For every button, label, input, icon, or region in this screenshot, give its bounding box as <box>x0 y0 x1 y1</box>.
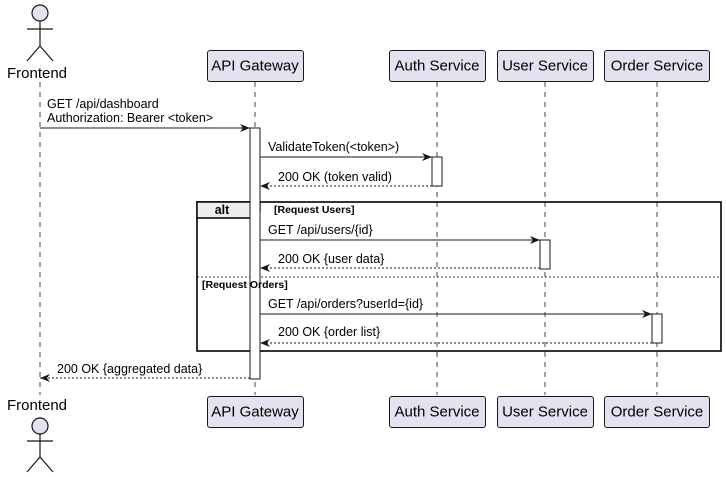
message-label-aggregated-data: 200 OK {aggregated data} <box>57 362 203 376</box>
alt-fragment-frame <box>196 201 722 352</box>
participant-api-gateway-bottom <box>207 396 304 428</box>
actor-frontend-bottom-label: Frontend <box>6 397 68 414</box>
participant-user-service-top-label: User Service <box>502 57 588 75</box>
participant-auth-service-top <box>389 50 486 82</box>
participant-order-service-bottom-label: Order Service <box>610 403 704 421</box>
participant-api-gateway-top <box>207 50 304 82</box>
actor-frontend-top-icon <box>26 4 54 62</box>
activation-order-service <box>651 313 663 344</box>
participant-auth-service-bottom <box>389 396 486 428</box>
actor-frontend-bottom-icon <box>26 417 54 473</box>
participant-user-service-bottom-label: User Service <box>502 403 588 421</box>
message-label-token-valid: 200 OK (token valid) <box>278 170 392 184</box>
message-label-order-list: 200 OK {order list} <box>278 325 381 339</box>
actor-frontend-top-label: Frontend <box>6 65 68 82</box>
participant-api-gateway-bottom-label: API Gateway <box>211 403 299 421</box>
activation-user-service <box>539 239 551 270</box>
participant-user-service-top <box>497 50 594 82</box>
participant-api-gateway-top-label: API Gateway <box>211 57 299 75</box>
alt-fragment-keyword: alt <box>214 203 230 217</box>
participant-auth-service-top-label: Auth Service <box>394 57 480 75</box>
message-label-validate-token: ValidateToken(<token>) <box>268 140 400 154</box>
participant-order-service-bottom <box>604 396 710 428</box>
activation-auth-service <box>431 156 443 187</box>
message-label-get-orders: GET /api/orders?userId={id} <box>268 297 424 311</box>
activation-api-gateway <box>249 127 261 380</box>
participant-user-service-bottom <box>497 396 594 428</box>
participant-auth-service-bottom-label: Auth Service <box>394 403 480 421</box>
alt-condition-request-users: [Request Users] <box>274 204 355 216</box>
message-label-authorization: Authorization: Bearer <token> <box>47 111 214 125</box>
message-label-get-users: GET /api/users/{id} <box>268 223 373 237</box>
participant-order-service-top <box>604 50 710 82</box>
alt-condition-request-orders: [Request Orders] <box>202 279 288 291</box>
message-label-get-dashboard: GET /api/dashboard <box>47 97 159 111</box>
participant-order-service-top-label: Order Service <box>610 57 704 75</box>
message-label-user-data: 200 OK {user data} <box>278 252 385 266</box>
